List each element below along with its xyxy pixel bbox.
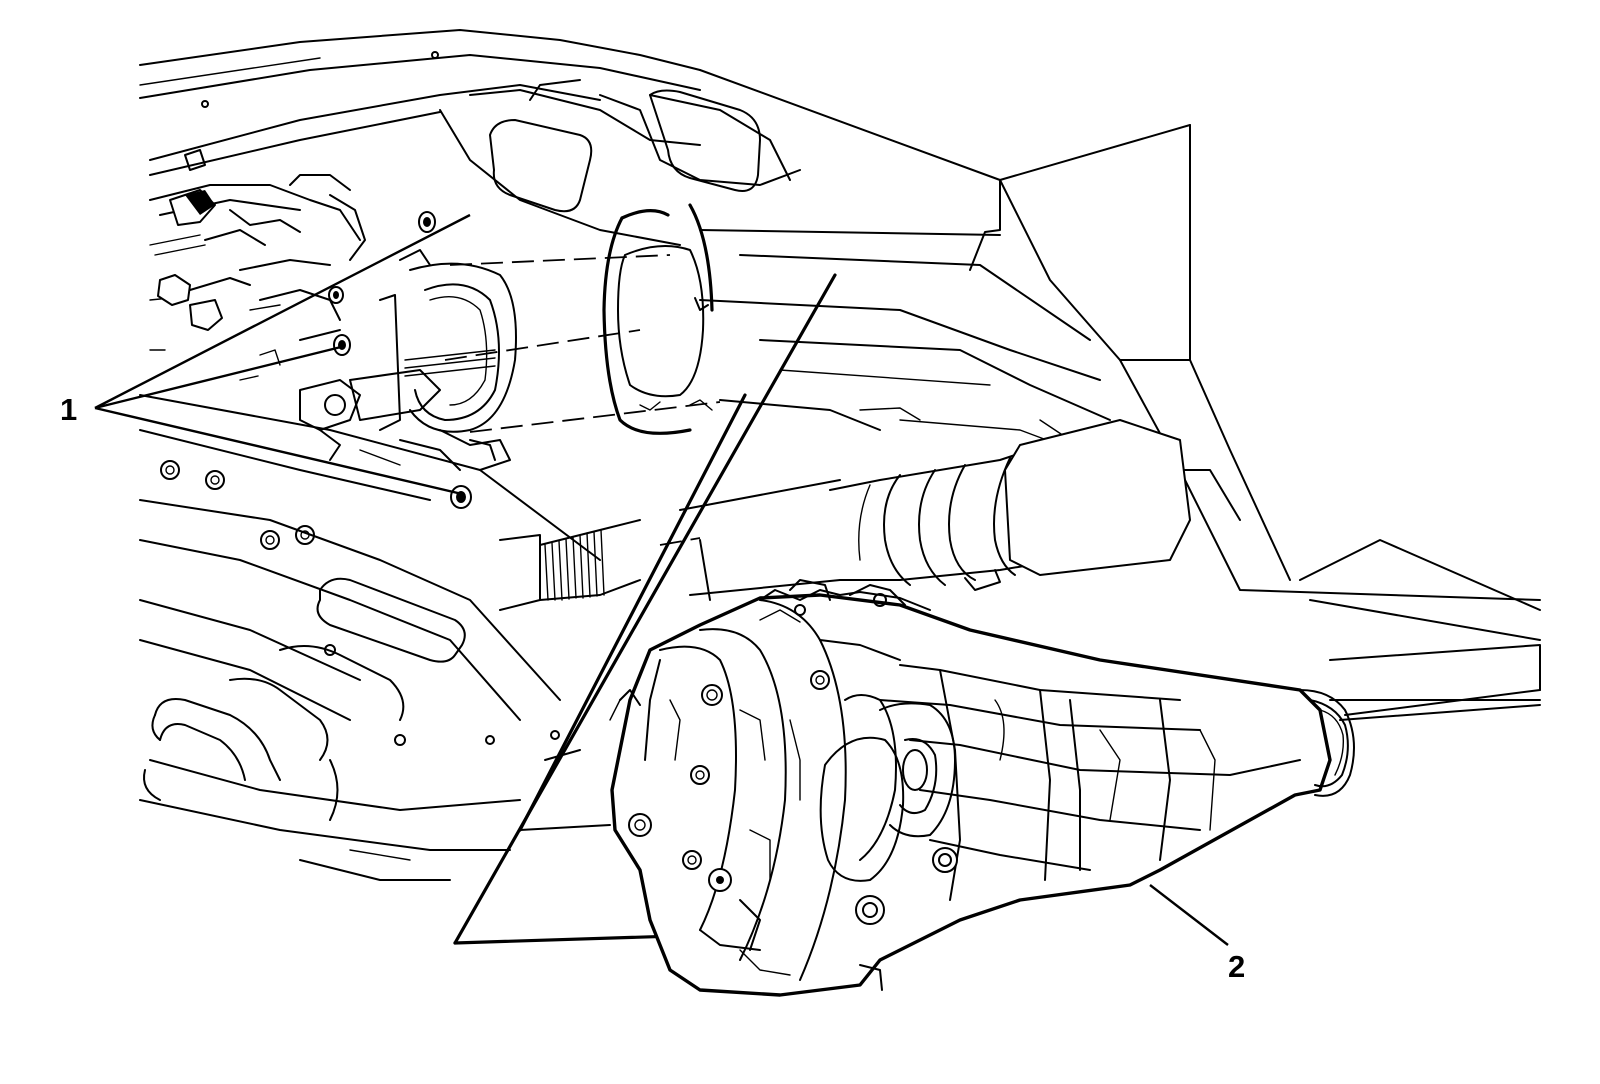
alignment-lines xyxy=(444,254,721,546)
callout-1: 1 xyxy=(60,213,471,496)
mounting-bolt xyxy=(450,485,472,509)
transmission-rear-housing xyxy=(149,174,517,509)
underbody-floor-pan xyxy=(139,29,1541,881)
mounting-bolt xyxy=(333,334,351,356)
mounting-bolt xyxy=(418,211,436,233)
mounting-bolt xyxy=(328,286,344,304)
callout-label-1: 1 xyxy=(60,392,77,427)
adapter-gasket xyxy=(602,203,714,435)
driveshaft xyxy=(499,419,1191,611)
callout-label-2: 2 xyxy=(1228,949,1245,984)
transfer-case xyxy=(610,579,1541,997)
callout-2: 2 xyxy=(1149,884,1245,984)
